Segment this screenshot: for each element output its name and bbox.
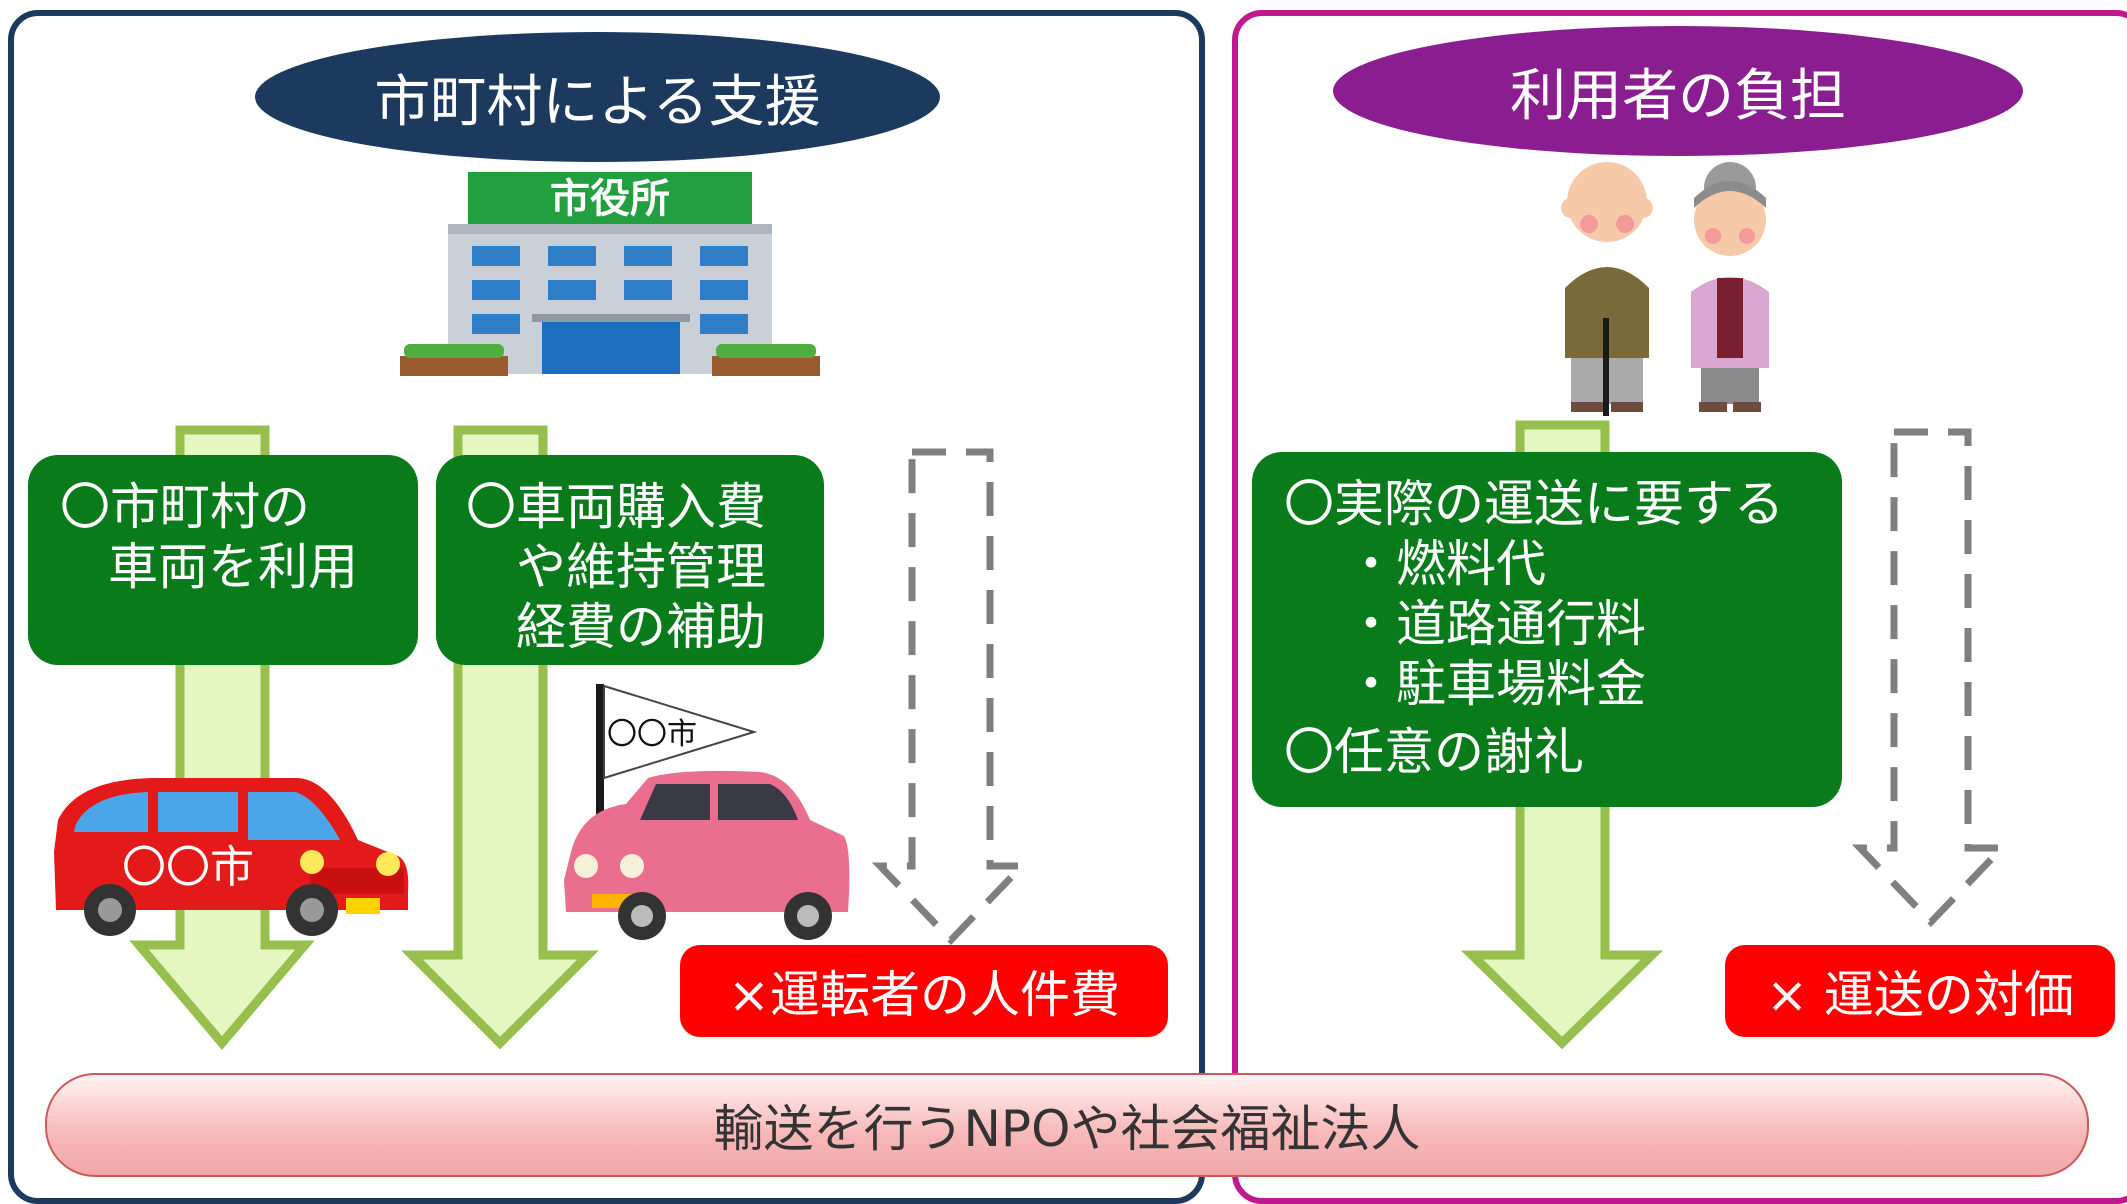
subsidized-car-illustration: 〇〇市 xyxy=(564,684,850,940)
actual-cost-heading: 〇実際の運送に要する xyxy=(1284,475,1784,533)
flag-label: 〇〇市 xyxy=(607,717,697,752)
municipal-support-title: 市町村による支援 xyxy=(255,32,940,162)
municipal-support-panel xyxy=(8,10,1205,1204)
vehicle-use-box: 〇市町村の 車両を利用 xyxy=(28,455,418,665)
vehicle-use-line1: 〇市町村の xyxy=(60,478,310,536)
cost-subsidy-box: 〇車両購入費 や維持管理 経費の補助 xyxy=(436,455,824,665)
npo-recipient-label: 輸送を行うNPOや社会福祉法人 xyxy=(713,1100,1421,1158)
vehicle-use-line2: 車両を利用 xyxy=(108,538,358,596)
car-label: 〇〇市 xyxy=(122,842,254,893)
cost-subsidy-line2: や維持管理 xyxy=(516,538,766,596)
city-hall-sign: 市役所 xyxy=(550,176,670,222)
voluntary-gratuity: 〇任意の謝礼 xyxy=(1284,723,1584,781)
elderly-couple-illustration xyxy=(1561,162,1769,416)
user-burden-title: 利用者の負担 xyxy=(1333,26,2023,156)
cost-item: ・駐車場料金 xyxy=(1346,655,1646,713)
actual-cost-box: 〇実際の運送に要する ・燃料代 ・道路通行料 ・駐車場料金 〇任意の謝礼 xyxy=(1252,452,1842,807)
driver-labor-cost-excluded: ×運転者の人件費 xyxy=(680,945,1168,1037)
city-hall-illustration: 市役所 xyxy=(400,172,820,376)
npo-recipient-bar: 輸送を行うNPOや社会福祉法人 xyxy=(45,1073,2089,1177)
arrow-down-dashed xyxy=(1851,428,2011,928)
cost-subsidy-line3: 経費の補助 xyxy=(516,598,766,656)
municipal-car-illustration: 〇〇市 xyxy=(54,778,409,936)
transport-fee-excluded: × 運送の対価 xyxy=(1725,945,2115,1037)
cost-item: ・道路通行料 xyxy=(1346,595,1646,653)
cost-subsidy-line1: 〇車両購入費 xyxy=(466,478,766,536)
user-burden-panel xyxy=(1232,10,2127,1204)
cost-item: ・燃料代 xyxy=(1346,535,1546,593)
